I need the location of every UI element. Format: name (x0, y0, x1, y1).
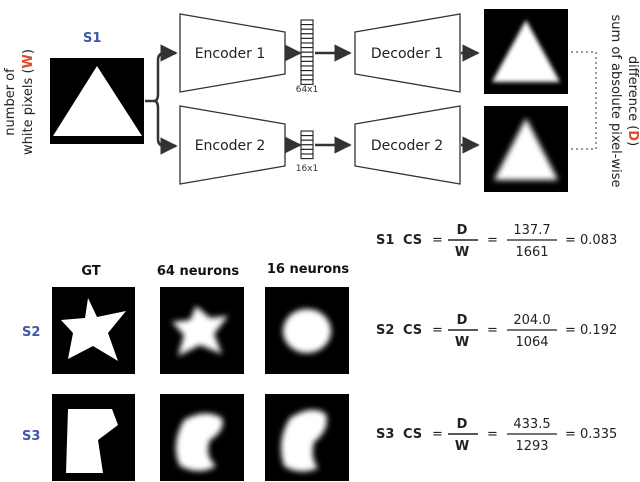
sample-label-s1: S1 (83, 31, 101, 46)
equation-numerator-var: D (457, 313, 468, 328)
encoder-2: Encoder 2 (179, 105, 286, 185)
decoder-1: Decoder 1 (354, 13, 461, 93)
latent-cell (300, 135, 314, 141)
equation-result: = 0.335 (565, 427, 617, 442)
latent-cell (300, 33, 314, 39)
latent-cell (300, 139, 314, 146)
input-image-s1 (50, 58, 144, 144)
equation-sample-label: S2 (376, 323, 394, 338)
equation-denominator-var: W (455, 335, 469, 350)
latent-cell (300, 51, 314, 58)
difference-bracket (571, 51, 597, 150)
latent-cell (300, 65, 314, 72)
latent-cell (300, 144, 314, 150)
equation-numerator-var: D (457, 417, 468, 432)
row-label-s2: S2 (22, 325, 40, 340)
header-64-neurons: 64 neurons (157, 264, 240, 279)
output-image-decoder-2 (484, 106, 568, 192)
encoder-2-label: Encoder 2 (195, 138, 266, 154)
recon-16-image-s3 (265, 394, 349, 481)
latent-vector-64 (300, 19, 314, 85)
equation-numerator-value: 137.7 (513, 223, 550, 238)
left-label: number of white pixels (W) (3, 49, 36, 155)
output-image-decoder-1 (484, 9, 568, 94)
equation-sample-label: S3 (376, 427, 394, 442)
equation-cs-label: CS (403, 323, 422, 338)
latent-cell (300, 130, 314, 137)
right-label-line2: difference (D) (625, 56, 640, 146)
decoder-2: Decoder 2 (354, 105, 461, 185)
equation-denominator-value: 1661 (515, 245, 548, 260)
latent-64-label: 64x1 (296, 85, 319, 95)
branch-arrows (145, 44, 178, 155)
equation-denominator-var: W (455, 439, 469, 454)
latent-cell (300, 79, 314, 85)
equation-cs-label: CS (403, 427, 422, 442)
latent-cell (300, 60, 314, 67)
encoder-1-label: Encoder 1 (195, 46, 266, 62)
recon-16-image-s2 (265, 287, 349, 374)
gt-image-s3 (52, 394, 135, 481)
latent-cell (300, 70, 314, 76)
equation-result: = 0.192 (565, 323, 617, 338)
right-label: sum of absolute pixel-wise difference (D… (608, 15, 640, 188)
latent-vector-16 (300, 130, 314, 160)
equation-equals-2: = (487, 427, 498, 442)
equation-s2: S2 CS = DW = 204.0 1064 = 0.192 (376, 313, 617, 350)
latent-cell (300, 47, 314, 53)
equation-result: = 0.083 (565, 233, 617, 248)
equation-denominator-var: W (455, 245, 469, 260)
header-gt: GT (81, 264, 100, 279)
latent-16-label: 16x1 (296, 164, 319, 174)
equation-numerator-var: D (457, 223, 468, 238)
equation-equals: = (432, 323, 443, 338)
equation-equals: = (432, 233, 443, 248)
latent-cell (300, 153, 314, 160)
right-label-line1: sum of absolute pixel-wise (608, 15, 623, 188)
decoder-1-label: Decoder 1 (371, 46, 443, 62)
equation-s3: S3 CS = DW = 433.5 1293 = 0.335 (376, 417, 617, 454)
equation-equals: = (432, 427, 443, 442)
recon-64-image-s3 (160, 394, 244, 481)
decoder-2-label: Decoder 2 (371, 138, 443, 154)
latent-cell (300, 74, 314, 81)
header-16-neurons: 16 neurons (267, 262, 350, 277)
equation-cs-label: CS (403, 233, 422, 248)
equation-sample-label: S1 (376, 233, 394, 248)
left-label-line2: white pixels (W) (21, 49, 36, 155)
latent-cell (300, 19, 314, 26)
equation-equals-2: = (487, 323, 498, 338)
equation-equals-2: = (487, 233, 498, 248)
equation-s1: S1 CS = DW = 137.7 1661 = 0.083 (376, 223, 617, 260)
equation-denominator-value: 1064 (515, 335, 548, 350)
recon-64-image-s2 (160, 287, 244, 374)
equation-numerator-value: 204.0 (513, 313, 550, 328)
latent-cell (300, 24, 314, 30)
latent-cell (300, 28, 314, 35)
latent-cell (300, 56, 314, 62)
latent-cell (300, 148, 314, 155)
equation-numerator-value: 433.5 (513, 417, 550, 432)
row-label-s3: S3 (22, 429, 40, 444)
gt-image-s2 (52, 287, 135, 374)
latent-cell (300, 37, 314, 44)
latent-cell (300, 42, 314, 49)
left-label-line1: number of (3, 68, 18, 136)
equation-denominator-value: 1293 (515, 439, 548, 454)
encoder-1: Encoder 1 (179, 13, 286, 93)
